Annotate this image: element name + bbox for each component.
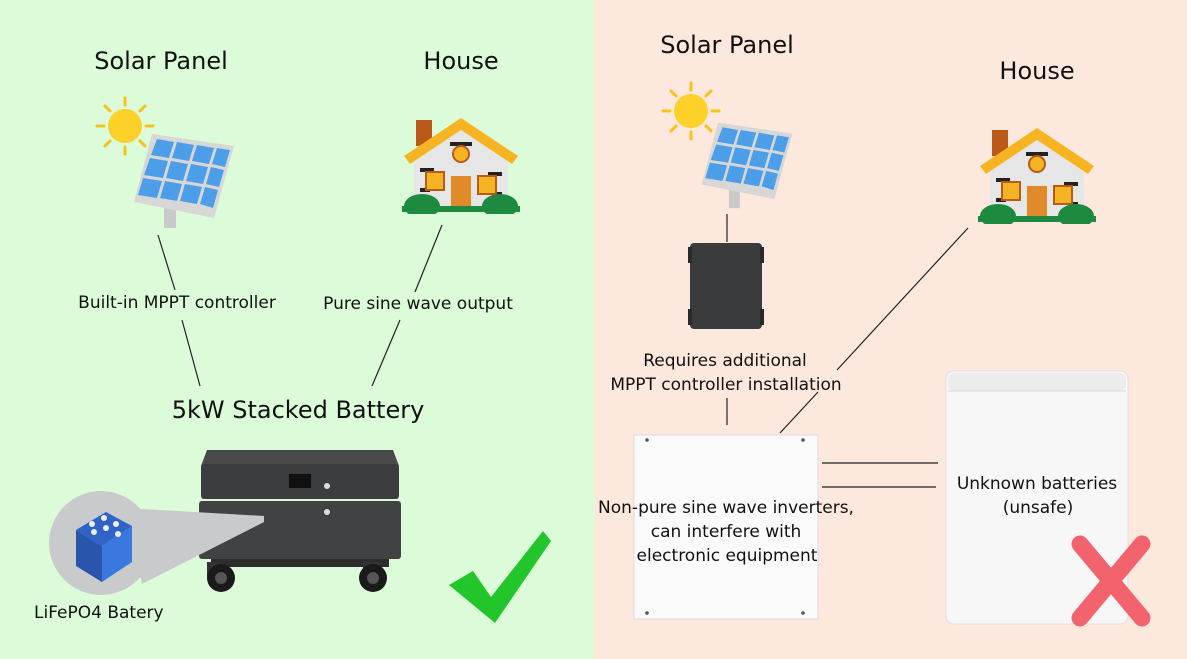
cross-icon [1071,535,1151,627]
right-house-title: House [999,57,1075,85]
unknown-battery-line2: (unsafe) [1002,498,1074,518]
right-mppt-line1: Requires additional [643,351,807,371]
left-solar-line-top [157,234,176,291]
inverter-box-icon [633,434,819,620]
left-solar-panel-title: Solar Panel [94,47,228,75]
left-solar-line-bottom [181,319,201,387]
right-house-line-bottom [779,391,819,434]
inverter-line3: electronic equipment [636,546,818,566]
house-icon [978,128,1096,224]
right-mppt-line2: MPPT controller installation [610,375,842,395]
lifepo4-label: LiFePO4 Batery [34,603,164,623]
check-icon [449,531,551,623]
solar-panel-icon [134,134,234,228]
unknown-battery-line1: Unknown batteries [956,474,1118,494]
unknown-battery-icon [945,370,1129,625]
sun-icon [661,81,721,141]
inverter-line1: Non-pure sine wave inverters, [598,498,854,518]
sun-icon [95,96,155,156]
left-battery-title: 5kW Stacked Battery [171,396,425,424]
right-solar-panel-title: Solar Panel [660,31,794,59]
right-house-line-top [836,227,969,371]
left-sine-label: Pure sine wave output [323,294,513,314]
inverter-line2: can interfere with [650,522,802,542]
left-mppt-label: Built-in MPPT controller [78,293,276,313]
solar-panel-icon [701,122,793,209]
left-house-title: House [423,47,499,75]
mppt-controller-icon [688,243,764,329]
lifepo4-cell-icon [49,491,264,595]
left-house-line-top [414,224,443,293]
house-icon [402,118,520,214]
left-house-line-bottom [371,319,401,387]
